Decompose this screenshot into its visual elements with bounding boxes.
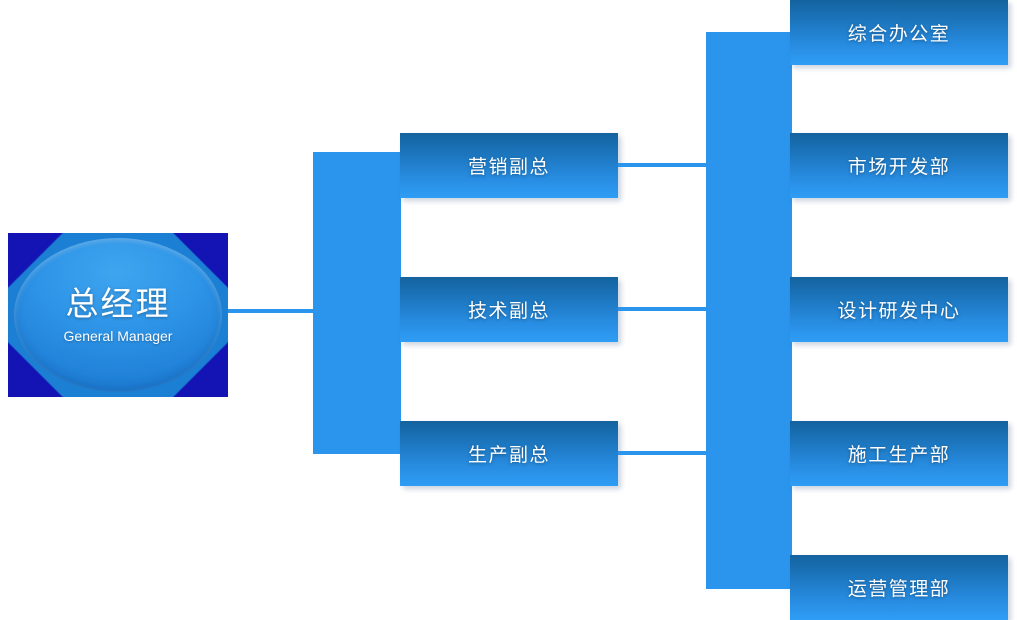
node-level3-operations-management[interactable]: 运营管理部 — [790, 555, 1008, 620]
node-label: 市场开发部 — [847, 157, 951, 178]
connector-production-to-level3 — [618, 451, 708, 455]
connector-technical-to-level3 — [618, 307, 708, 311]
node-level3-design-rd-center[interactable]: 设计研发中心 — [790, 277, 1008, 342]
node-level2-technical-vp[interactable]: 技术副总 — [400, 277, 618, 342]
root-ellipse: 总经理 General Manager — [14, 238, 222, 392]
node-label: 生产副总 — [467, 445, 550, 466]
connector-marketing-to-level3 — [618, 163, 708, 167]
root-title-en: General Manager — [63, 327, 173, 344]
node-label: 运营管理部 — [847, 579, 951, 600]
node-level3-construction-production[interactable]: 施工生产部 — [790, 421, 1008, 486]
node-label: 技术副总 — [467, 301, 550, 322]
node-label: 施工生产部 — [847, 445, 951, 466]
spine-level2 — [313, 152, 401, 454]
node-label: 综合办公室 — [847, 24, 951, 45]
node-level3-general-office[interactable]: 综合办公室 — [790, 0, 1008, 65]
node-root-general-manager[interactable]: 总经理 General Manager — [8, 233, 228, 397]
spine-level3 — [706, 32, 792, 589]
node-level2-marketing-vp[interactable]: 营销副总 — [400, 133, 618, 198]
node-level3-market-development[interactable]: 市场开发部 — [790, 133, 1008, 198]
connector-root-to-level2 — [228, 309, 314, 313]
node-level2-production-vp[interactable]: 生产副总 — [400, 421, 618, 486]
node-label: 营销副总 — [467, 157, 550, 178]
node-label: 设计研发中心 — [837, 301, 961, 322]
root-title-cn: 总经理 — [65, 285, 171, 323]
